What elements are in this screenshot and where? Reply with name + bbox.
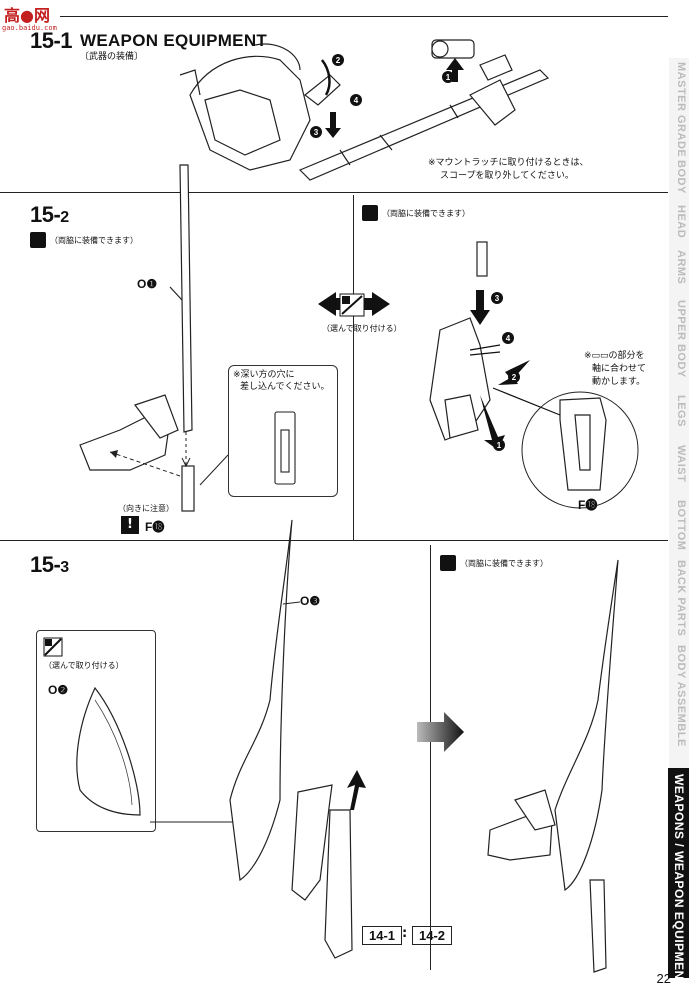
step-15-1-illustration: 1 2 3 4	[179, 39, 550, 181]
both-sides-icon-right	[362, 205, 378, 221]
divider-15-2-vertical	[353, 195, 354, 540]
part-o2-label: O❷	[48, 683, 69, 697]
divider-15-1	[0, 192, 668, 193]
svg-text:2: 2	[512, 373, 517, 382]
side-tab-upper-body[interactable]: UPPER BODY	[675, 300, 687, 378]
svg-text:3: 3	[495, 294, 500, 303]
part-f18-label-left: F⓲	[145, 520, 165, 534]
side-tab-waist[interactable]: WAIST	[675, 445, 687, 483]
step-15-3-choice-label: （選んで取り付ける）	[44, 661, 124, 670]
step-15-3-both-sides: （両脇に装備できます）	[460, 559, 548, 568]
side-tab-legs[interactable]: LEGS	[675, 395, 687, 427]
step-15-1-subtitle: 〔武器の装備〕	[80, 52, 144, 62]
choice-label: （選んで取り付ける）	[322, 324, 402, 333]
callout-text-2: 差し込んでください。	[240, 382, 330, 392]
side-tab-weapons[interactable]: WEAPONS / WEAPON EQUIPMENT	[672, 774, 686, 988]
top-rule	[60, 16, 668, 17]
step-15-3-number: 15-3	[30, 552, 69, 578]
step-15-1-number: 15-1	[30, 28, 73, 53]
divider-15-2	[0, 540, 668, 541]
step-15-1-note-2: スコープを取り外してください。	[440, 171, 574, 181]
svg-text:4: 4	[354, 96, 359, 105]
caution-icon: !	[121, 516, 139, 534]
both-sides-icon-15-3	[440, 555, 456, 571]
watermark-logo: 高●网	[4, 6, 50, 25]
side-tab-master-grade[interactable]: MASTER GRADE	[675, 62, 687, 158]
watermark-url: gao.baidu.com	[2, 24, 57, 32]
step-15-2-number-sub: 2	[60, 209, 69, 226]
side-tab-active-bg	[668, 768, 689, 978]
side-tab-arms[interactable]: ARMS	[675, 250, 687, 285]
direction-note: （向きに注意）	[118, 504, 174, 513]
side-tab-body-assemble[interactable]: BODY ASSEMBLE	[675, 645, 687, 747]
page-number: 22	[656, 971, 671, 986]
ref-separator: :	[402, 926, 408, 941]
step-15-2-right-note-2: 軸に合わせて	[592, 364, 647, 374]
side-tab-back-parts[interactable]: BACK PARTS	[675, 560, 687, 637]
svg-text:1: 1	[497, 441, 502, 450]
step-15-2-both-sides: （両脇に装備できます）	[50, 236, 138, 245]
ref-14-2: 14-2	[412, 926, 453, 945]
step-15-1-title: WEAPON EQUIPMENT	[80, 31, 268, 50]
both-sides-icon	[30, 232, 46, 248]
ref-14-1: 14-1	[362, 926, 403, 945]
side-tab-head[interactable]: HEAD	[675, 205, 687, 239]
step-15-2-number: 15-2	[30, 202, 69, 228]
side-tab-body[interactable]: BODY	[675, 160, 687, 194]
part-o1-label: O❶	[137, 277, 158, 291]
svg-text:3: 3	[314, 128, 319, 137]
divider-15-3-vertical	[430, 545, 431, 970]
step-15-2-right-note-3: 動かします。	[592, 377, 646, 387]
part-o3-label: O❸	[300, 594, 321, 608]
callout-text-1: ※深い方の穴に	[233, 370, 295, 380]
side-tab-strip	[669, 58, 689, 768]
step-15-3-number-sub: 3	[60, 559, 69, 576]
step-15-1-note-1: ※マウントラッチに取り付けるときは、	[428, 158, 589, 168]
side-tab-bottom[interactable]: BOTTOM	[675, 500, 687, 551]
part-f18-label-right: F⓲	[578, 498, 598, 512]
step-15-2-right-note-1: ※▭▭の部分を	[584, 351, 645, 361]
svg-text:1: 1	[446, 73, 451, 82]
step-15-3-number-main: 15-	[30, 552, 61, 577]
step-15-2-number-main: 15-	[30, 202, 61, 227]
svg-text:2: 2	[336, 56, 341, 65]
svg-text:4: 4	[506, 334, 511, 343]
step-15-2-right-both-sides: （両脇に装備できます）	[382, 209, 470, 218]
